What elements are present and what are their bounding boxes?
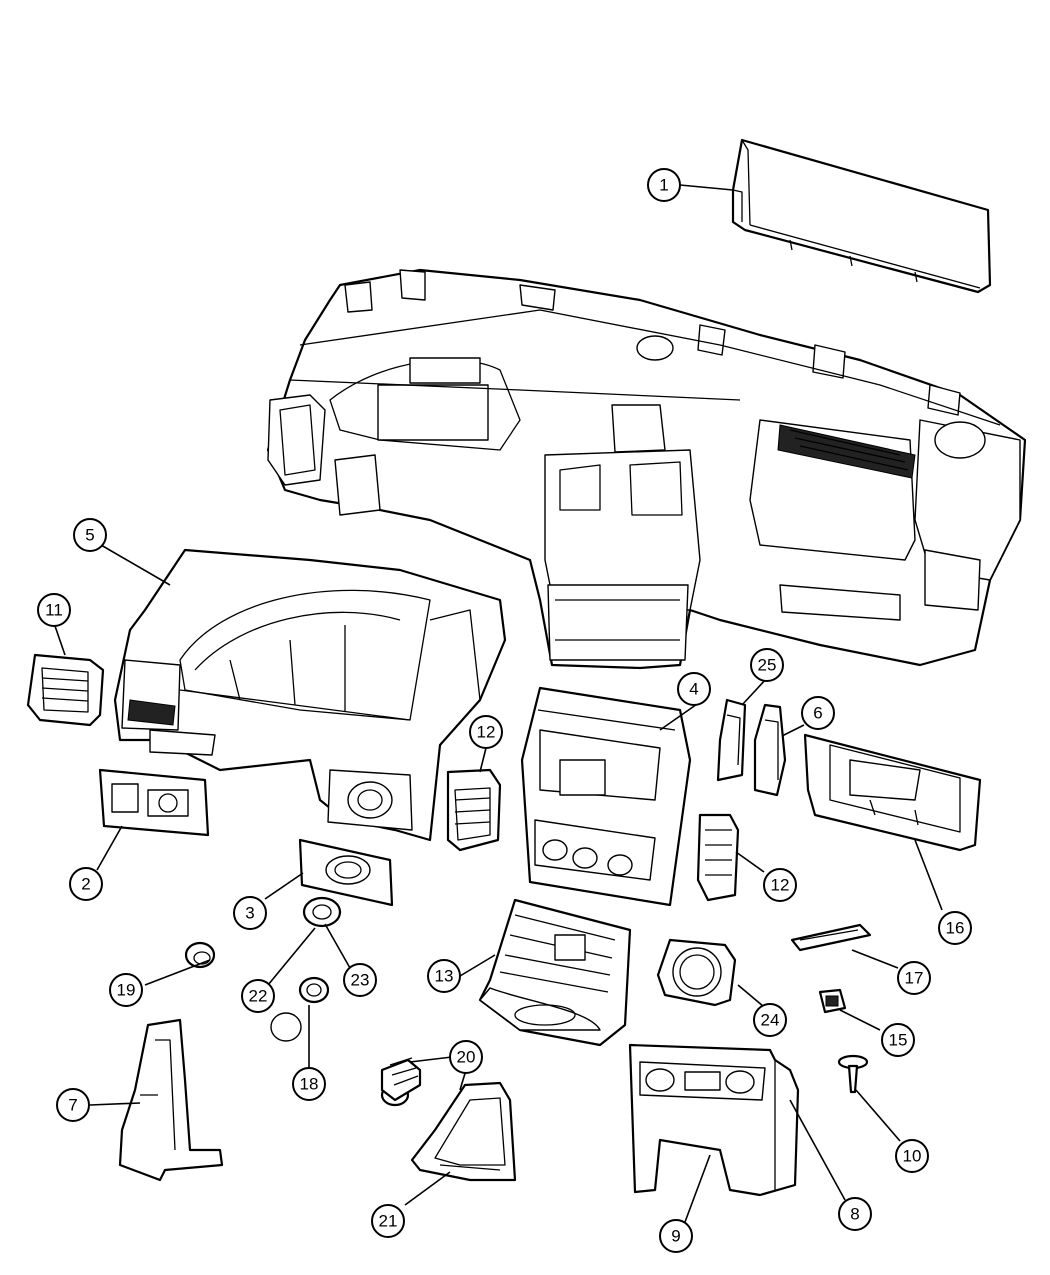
callout-5-label: 5 [85,526,94,545]
callout-4: 4 [677,672,711,706]
callout-25-label: 25 [758,656,777,675]
part-8-console [628,1043,800,1197]
callout-21-label: 21 [379,1212,398,1231]
callout-22: 22 [241,979,275,1013]
callout-15-label: 15 [889,1031,908,1050]
callout-7-label: 7 [68,1096,77,1115]
callout-16: 16 [938,911,972,945]
part-2-bezel [98,768,210,837]
callout-9-label: 9 [671,1227,680,1246]
callout-13: 13 [427,959,461,993]
callout-24-label: 24 [761,1011,780,1030]
part-6-bracket [753,703,787,797]
callout-18: 18 [292,1067,326,1101]
callout-12-right-label: 12 [771,876,790,895]
callout-10: 10 [895,1139,929,1173]
callout-6-label: 6 [813,704,822,723]
leader-lines [54,184,943,1223]
callout-23: 23 [343,963,377,997]
callout-21: 21 [371,1204,405,1238]
callout-19-label: 19 [117,981,136,1000]
callout-3: 3 [233,896,267,930]
callout-3-label: 3 [245,904,254,923]
part-21-boot [410,1081,517,1182]
part-12-right-outlet [696,813,740,902]
part-4-center-bezel [520,686,692,907]
callout-17-label: 17 [905,969,924,988]
callout-6: 6 [801,696,835,730]
callout-2: 2 [69,867,103,901]
callout-10-label: 10 [903,1147,922,1166]
callout-4-label: 4 [689,680,698,699]
part-1-top-cover [731,138,992,294]
part-16-glove-box [803,733,982,852]
callout-8-label: 8 [850,1205,859,1224]
callout-15: 15 [881,1023,915,1057]
callout-16-label: 16 [946,919,965,938]
part-7-bracket [118,1018,224,1182]
part-10-push-pin [837,1054,869,1094]
callout-8: 8 [838,1197,872,1231]
callout-20-label: 20 [457,1048,476,1067]
callout-12-right: 12 [763,868,797,902]
callout-1: 1 [647,168,681,202]
part-12-left-outlet [446,768,502,852]
callout-11: 11 [37,593,71,627]
callout-12-left-label: 12 [477,723,496,742]
callout-22-label: 22 [249,987,268,1006]
callout-1-label: 1 [659,176,668,195]
callout-9: 9 [659,1219,693,1253]
part-5-instrument-panel-cover [113,548,507,842]
callout-20: 20 [449,1040,483,1074]
callout-17: 17 [897,961,931,995]
callout-12-left: 12 [469,715,503,749]
part-20-element [380,1057,422,1107]
callout-7: 7 [56,1088,90,1122]
dash-carrier-main [266,268,1027,670]
callout-19: 19 [109,973,143,1007]
part-24-ring-frame [656,938,737,1007]
part-11-left-outlet [26,653,105,727]
part-18-power-outlet [270,976,330,1042]
callout-5: 5 [73,518,107,552]
part-17-mat [790,923,872,952]
part-22-23-switch [302,896,342,928]
callout-11-label: 11 [45,601,63,620]
part-3-switch-bezel [298,838,394,907]
callout-25: 25 [750,648,784,682]
callout-23-label: 23 [351,971,370,990]
callout-24: 24 [753,1003,787,1037]
part-25-bracket [716,698,747,782]
callout-2-label: 2 [81,875,90,894]
callout-13-label: 13 [435,967,454,986]
part-13-storage-bin [478,898,632,1047]
part-15-clip [818,988,847,1014]
callout-18-label: 18 [300,1075,319,1094]
